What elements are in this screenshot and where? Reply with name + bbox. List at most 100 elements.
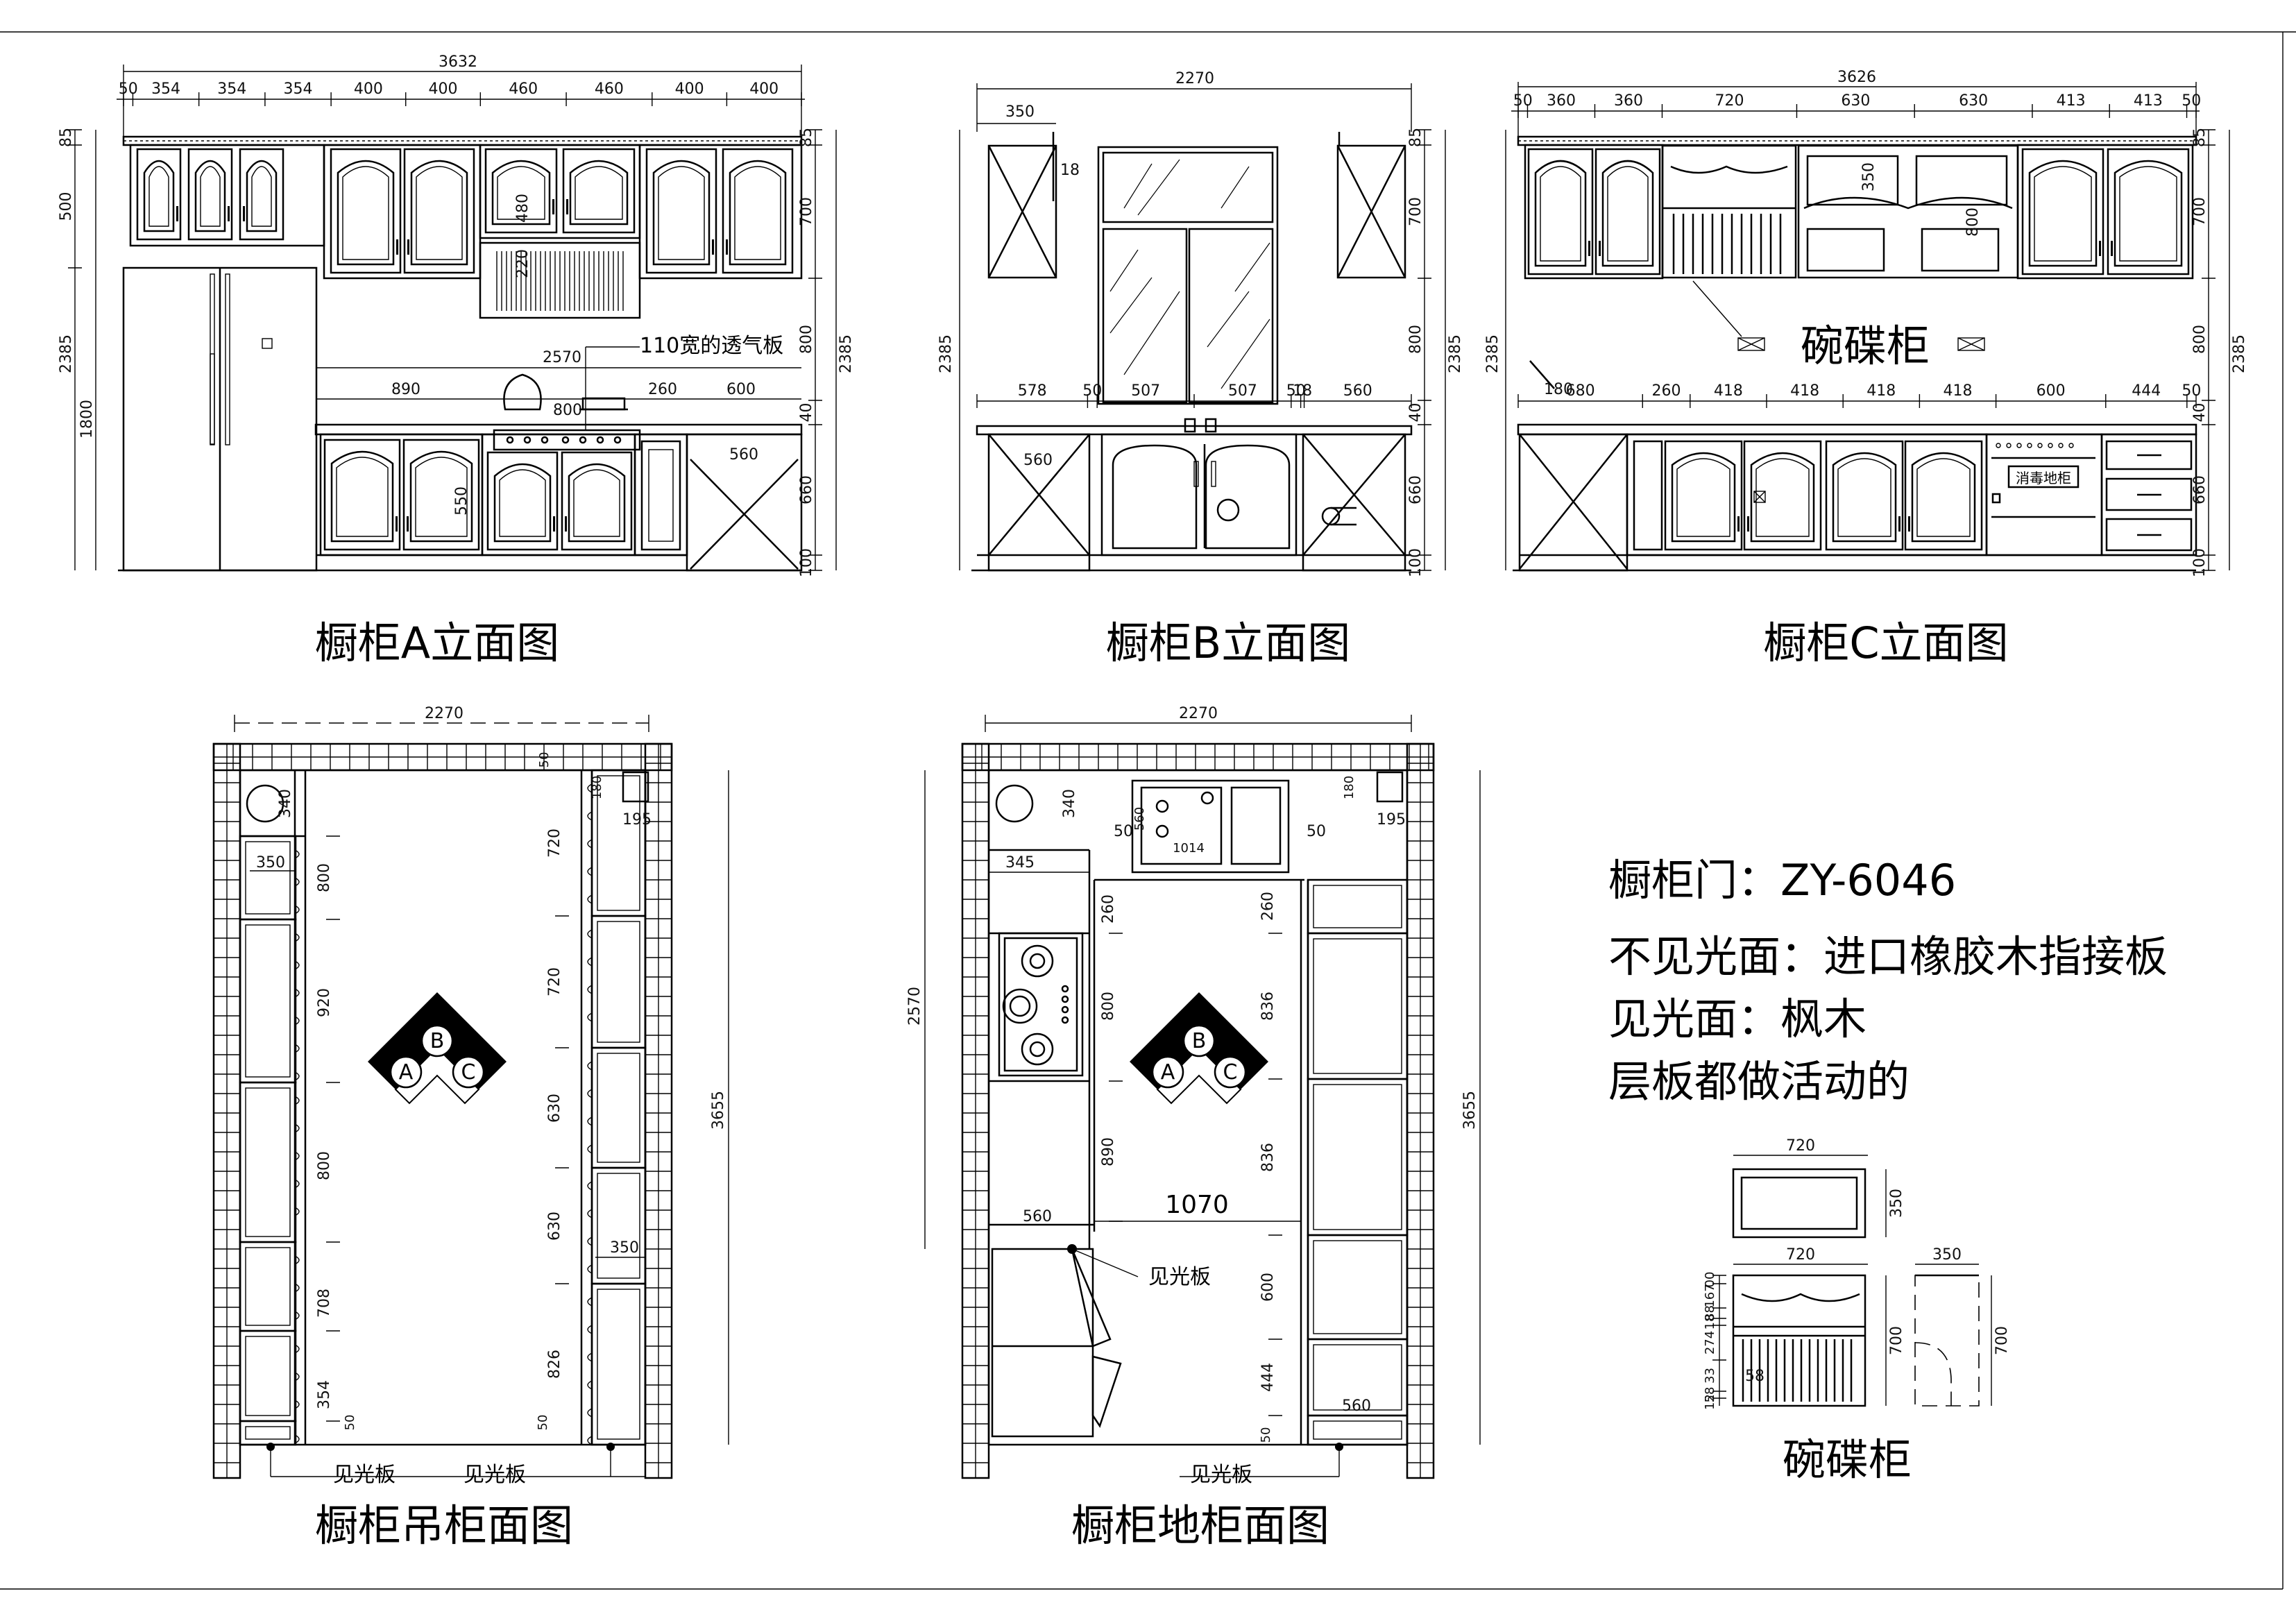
marker-b: B <box>1192 1029 1207 1053</box>
marker-a: A <box>399 1060 414 1085</box>
elev-c-top-seg-0: 50 <box>1513 92 1533 110</box>
elev-c-right-dim-0: 85 <box>2191 128 2209 147</box>
elevation-b-caption: 橱柜B立面图 <box>1106 618 1351 668</box>
marker-b: B <box>430 1029 445 1053</box>
elev-c-bottom-seg-4: 418 <box>1866 382 1896 400</box>
elev-a-right-total: 2385 <box>837 334 855 373</box>
dish-rack-elevation <box>1661 144 1797 279</box>
elev-b-left-total: 2385 <box>937 334 955 373</box>
elev-a-right-dim-0: 85 <box>798 128 815 147</box>
elev-a-dim-480: 480 <box>514 194 532 223</box>
plan-base-dim-560-a: 560 <box>1023 1208 1052 1225</box>
kettle <box>503 373 542 411</box>
elev-a-dim-260: 260 <box>648 381 677 398</box>
plan-base-right-seg-2: 836 <box>1259 1143 1277 1172</box>
note-door-model: 橱柜门：ZY-6046 <box>1608 855 1956 906</box>
sink-plan <box>1131 779 1290 874</box>
elev-b-bottom-seg-1: 50 <box>1082 382 1102 400</box>
elev-c-bottom-seg-0: 680 <box>1566 382 1595 400</box>
elevation-c-caption: 橱柜C立面图 <box>1763 618 2008 668</box>
elev-a-dim-560: 560 <box>729 446 758 464</box>
rack-left-dim-3: 18 <box>1703 1314 1717 1330</box>
elevation-a-caption: 橱柜A立面图 <box>315 618 559 668</box>
rack-left-dim-5: 33 <box>1703 1368 1717 1384</box>
elev-a-top-seg-2: 354 <box>217 80 246 98</box>
elev-b-dim-350: 350 <box>1005 103 1035 121</box>
elev-a-dim-600: 600 <box>726 381 756 398</box>
elev-c-bottom-seg-3: 418 <box>1790 382 1819 400</box>
visible-panel-label-base-2: 见光板 <box>1190 1463 1252 1487</box>
elev-a-right-dim-1: 700 <box>798 197 815 226</box>
rack-dim-58: 58 <box>1745 1368 1764 1385</box>
plan-wall-left-seg-3: 800 <box>316 1151 333 1180</box>
elev-a-right-dim-4: 660 <box>798 475 815 504</box>
elev-b-bottom-seg-2: 507 <box>1131 382 1160 400</box>
elev-b-bottom-seg-0: 578 <box>1018 382 1047 400</box>
elev-a-top-seg-5: 400 <box>429 80 458 98</box>
plan-base-left-seg-2: 800 <box>1100 992 1117 1021</box>
rack-left-dim-4: 274 <box>1703 1331 1717 1354</box>
elev-a-top-seg-6: 460 <box>509 80 538 98</box>
plan-base-dim-195: 195 <box>1377 811 1406 829</box>
rack-side-width: 350 <box>1932 1246 1962 1264</box>
marker-a: A <box>1161 1060 1175 1085</box>
elev-c-left-total: 2385 <box>1484 334 1502 373</box>
elev-c-dim-800: 800 <box>1964 207 1982 237</box>
plan-wall-right-seg-4: 826 <box>546 1350 563 1379</box>
elev-c-bottom-seg-8: 50 <box>2182 382 2201 400</box>
elev-b-right-total: 2385 <box>1447 334 1464 373</box>
elev-c-bottom-seg-6: 600 <box>2036 382 2066 400</box>
elev-c-right-dim-4: 660 <box>2191 475 2209 504</box>
elev-b-bottom-seg-5: 18 <box>1293 382 1312 400</box>
elev-b-right-dim-1: 700 <box>1407 197 1425 226</box>
plan-base-cabinets: 2270 340 1014 560 50 50 345 <box>906 705 1481 1551</box>
elev-b-bottom-seg-3: 507 <box>1228 382 1257 400</box>
spec-notes: 橱柜门：ZY-6046 不见光面：进口橡胶木指接板 见光面：枫木 层板都做活动的 <box>1608 855 2168 1107</box>
note-visible-surface: 见光面：枫木 <box>1608 994 1866 1044</box>
plan-wall-dim-50-br: 50 <box>536 1415 550 1431</box>
elev-c-top-seg-6: 413 <box>2057 92 2086 110</box>
plan-base-dim-1070: 1070 <box>1165 1191 1229 1219</box>
elev-b-dim-560: 560 <box>1023 452 1053 469</box>
rack-top-width: 720 <box>1786 1137 1815 1155</box>
rack-front-width: 720 <box>1786 1246 1815 1264</box>
plan-wall-dim-180: 180 <box>590 776 604 799</box>
elev-c-right-dim-5: 100 <box>2191 548 2209 577</box>
elev-c-top-seg-4: 630 <box>1841 92 1870 110</box>
plan-base-dim-340: 340 <box>1061 789 1078 818</box>
rack-top-height: 350 <box>1888 1189 1905 1218</box>
elev-c-bottom-seg-5: 418 <box>1943 382 1972 400</box>
plan-base-dim-345: 345 <box>1005 854 1035 872</box>
elev-a-left-dim-0: 85 <box>58 128 75 147</box>
rack-left-dim-1: 167 <box>1703 1284 1717 1307</box>
plan-base-left-seg-3: 890 <box>1100 1137 1117 1166</box>
elev-b-bottom-seg-6: 560 <box>1343 382 1372 400</box>
elev-a-top-seg-0: 50 <box>119 80 138 98</box>
elev-c-right-dim-3: 40 <box>2191 403 2209 423</box>
elev-b-right-dim-5: 100 <box>1407 548 1425 577</box>
elev-b-right-dim-2: 800 <box>1407 325 1425 354</box>
plan-base-right-seg-0: 260 <box>1259 892 1277 921</box>
elev-c-total-width: 3626 <box>1837 69 1876 86</box>
elev-a-right-dim-3: 40 <box>798 403 815 423</box>
plan-wall-left-seg-2: 920 <box>316 988 333 1017</box>
plan-wall-dim-50-bl: 50 <box>343 1415 357 1431</box>
plan-wall-left-seg-4: 708 <box>316 1289 333 1318</box>
elev-c-top-seg-8: 50 <box>2182 92 2201 110</box>
sink-dim-1014: 1014 <box>1173 841 1205 856</box>
elev-a-right-dim-2: 800 <box>798 325 815 354</box>
elev-b-right-dim-3: 40 <box>1407 403 1425 423</box>
dish-cabinet-label: 碗碟柜 <box>1801 321 1930 371</box>
elev-a-top-seg-3: 354 <box>284 80 313 98</box>
elev-a-dim-220: 220 <box>514 249 532 278</box>
marker-c: C <box>1223 1060 1238 1085</box>
plan-base-dim-560-b: 560 <box>1342 1397 1371 1415</box>
dish-rack-caption: 碗碟柜 <box>1783 1434 1912 1485</box>
plan-base-dim-180: 180 <box>1342 776 1357 799</box>
plan-base-caption: 橱柜地柜面图 <box>1071 1500 1329 1551</box>
rack-left-dim-2: 88 <box>1703 1305 1717 1321</box>
elev-a-right-dim-5: 100 <box>798 548 815 577</box>
elev-b-total-width: 2270 <box>1175 70 1214 87</box>
